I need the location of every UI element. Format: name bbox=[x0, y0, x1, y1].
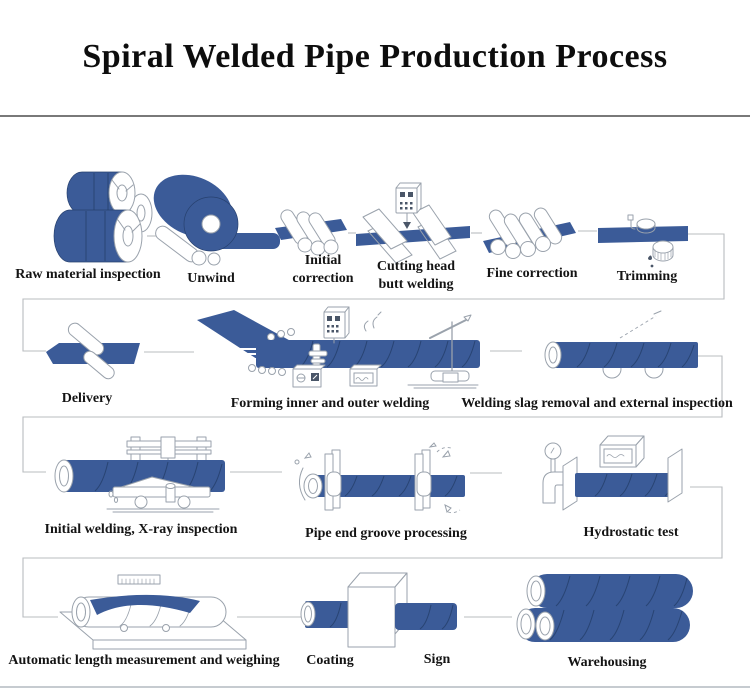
fine-rollers-icon bbox=[483, 207, 576, 259]
stage-label-slag-removal: Welding slag removal and external inspec… bbox=[461, 396, 733, 411]
spiral-forming-machine-icon bbox=[197, 306, 480, 389]
stage-label-cutting-head: Cutting head butt welding bbox=[376, 259, 456, 293]
stage-label-sign: Sign bbox=[423, 652, 451, 667]
stage-label-trimming: Trimming bbox=[616, 269, 678, 284]
measuring-table-icon bbox=[59, 574, 247, 650]
strip-rollers-icon bbox=[46, 322, 140, 380]
stage-label-initial-correction: Initial correction bbox=[292, 253, 354, 287]
butt-welder-icon bbox=[356, 182, 470, 264]
steel-coils-icon bbox=[53, 171, 153, 263]
page-title: Spiral Welded Pipe Production Process bbox=[82, 38, 668, 75]
groove-cutter-icon bbox=[294, 442, 465, 514]
stage-label-unwind: Unwind bbox=[187, 271, 235, 286]
coating-box-icon bbox=[300, 572, 408, 648]
stage-label-fine-correction: Fine correction bbox=[486, 266, 578, 281]
leveling-rollers-icon bbox=[275, 209, 347, 256]
uncoiler-icon bbox=[153, 174, 280, 266]
stage-label-coating: Coating bbox=[306, 653, 354, 668]
xray-gantry-icon bbox=[54, 436, 225, 513]
stage-label-delivery: Delivery bbox=[61, 391, 113, 406]
stage-label-raw-material: Raw material inspection bbox=[15, 267, 161, 282]
flow-connector-lines bbox=[22, 230, 725, 618]
stage-label-initial-welding: Initial welding, X-ray inspection bbox=[44, 522, 238, 537]
stage-label-hydrostatic: Hydrostatic test bbox=[583, 525, 679, 540]
stage-label-auto-length: Automatic length measurement and weighin… bbox=[8, 653, 280, 668]
hydro-tester-icon bbox=[542, 435, 683, 511]
stage-label-groove: Pipe end groove processing bbox=[305, 526, 467, 541]
stage-label-forming: Forming inner and outer welding bbox=[230, 396, 430, 411]
marking-box-icon bbox=[395, 603, 457, 630]
slag-removal-pipe-icon bbox=[544, 310, 698, 379]
edge-trimmer-icon bbox=[598, 214, 688, 268]
stacked-pipes-icon bbox=[516, 574, 693, 642]
stage-label-warehousing: Warehousing bbox=[567, 655, 647, 670]
